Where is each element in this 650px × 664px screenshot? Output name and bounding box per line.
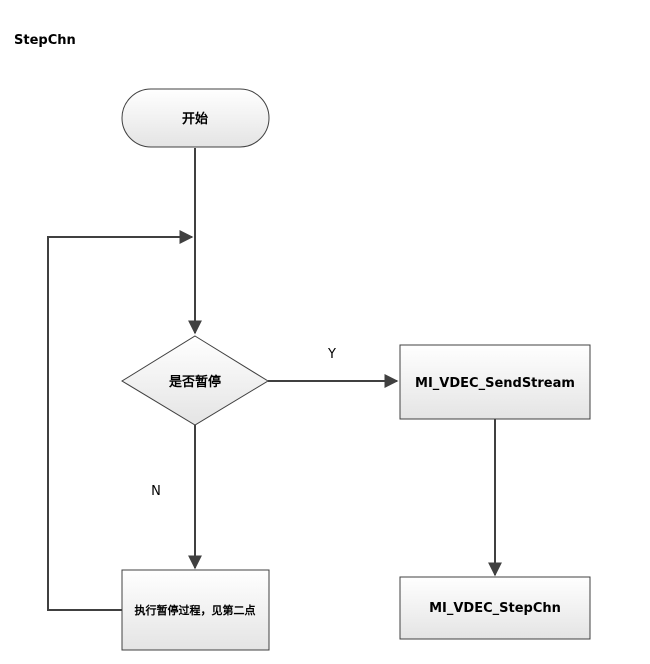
pause-process-label: 执行暂停过程，见第二点 — [135, 603, 256, 617]
step-chn-label: MI_VDEC_StepChn — [429, 601, 561, 616]
connectors — [47, 148, 502, 611]
start-node: 开始 — [121, 88, 270, 148]
pause-process-node: 执行暂停过程，见第二点 — [121, 569, 270, 651]
decision-label: 是否暂停 — [168, 374, 221, 390]
send-stream-label: MI_VDEC_SendStream — [415, 376, 575, 391]
step-chn-node: MI_VDEC_StepChn — [399, 576, 591, 640]
page-title: StepChn — [14, 33, 76, 48]
decision-node: 是否暂停 — [121, 335, 269, 426]
yes-label: Y — [327, 347, 336, 362]
edge-loop-back — [47, 230, 194, 611]
no-label: N — [151, 484, 161, 499]
start-label: 开始 — [182, 111, 208, 127]
send-stream-node: MI_VDEC_SendStream — [399, 344, 591, 420]
